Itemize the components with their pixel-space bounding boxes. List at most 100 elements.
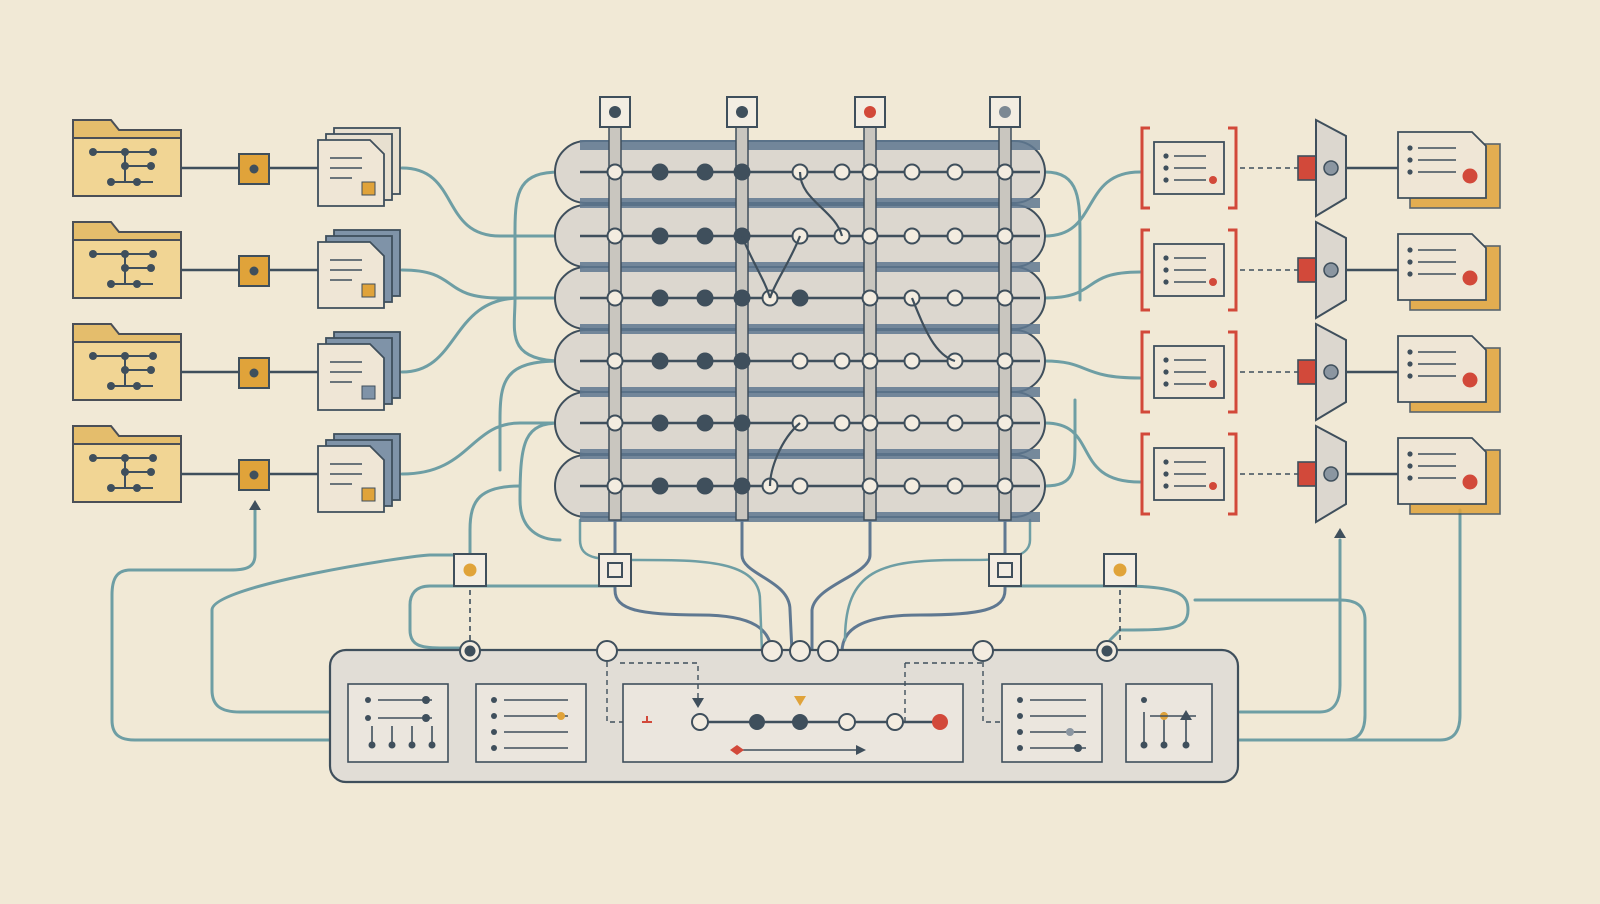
switch-node-idle [946,163,964,181]
tree-node [121,264,129,272]
tree-node [149,250,157,258]
card-bullet [1163,165,1169,171]
timeline-node-idle [691,713,709,731]
output-wire-3 [1043,359,1142,380]
switch-node-idle [606,414,624,432]
dashed-link [606,662,623,723]
crossover-link-5 [768,422,801,487]
switch-node-active [733,352,751,370]
switch-node-idle [946,227,964,245]
switch-node-idle [996,414,1014,432]
feedback-wire-right-doc [1238,508,1462,742]
connection-wires [110,166,1462,742]
card-bullet [1163,381,1169,387]
switch-node-idle [606,352,624,370]
list-bullet [491,697,497,703]
switch-node-active [733,477,751,495]
timeline-range-start [730,745,744,755]
input-wire-3 [400,296,522,374]
tree-node [121,352,129,360]
doc-accent [1462,474,1478,490]
switch-node-active [651,477,669,495]
switch-node-idle [833,414,851,432]
card-bullet [1163,459,1169,465]
list-bullet [491,713,497,719]
card-accent [1209,176,1217,184]
port-to-console-wire-right [1108,584,1190,642]
switch-node-idle [606,163,624,181]
fader-knob [388,741,396,749]
folder-tree-icon [72,323,182,401]
tree-node [149,352,157,360]
feedback-wire-right-inner [1238,538,1342,714]
arrow-head-icon [249,500,261,510]
bracket-right [1228,330,1238,414]
output-wire-2 [1043,270,1142,300]
port-dot [609,106,621,118]
doc-bullet [1407,259,1413,265]
switch-node-active [651,352,669,370]
tree-node [121,162,129,170]
switch-node-idle [861,163,879,181]
folder-front [72,239,182,299]
switch-grid [453,96,1137,640]
grid-return-wire-right-1 [1043,170,1082,302]
tree-node [149,454,157,462]
doc-bullet [1407,475,1413,481]
tree-node [89,352,97,360]
grid-top-band [580,140,1040,150]
tree-node [133,484,141,492]
tree-node [121,454,129,462]
tree-node [133,382,141,390]
switch-node-idle [903,352,921,370]
doc-bullet [1407,145,1413,151]
fader-knob [368,741,376,749]
doc-accent [1462,270,1478,286]
list-bullet [1017,729,1023,735]
document-stack-icon [317,127,401,207]
grid-return-wire-right-2 [1043,398,1077,488]
feedback-wire-left-inner [210,553,472,714]
slider-panel-right [1125,683,1213,763]
arrow-head-icon [856,745,866,755]
tree-node [121,250,129,258]
slider-dot [365,697,371,703]
doc-front [317,343,385,411]
output-column [1140,118,1501,524]
switch-node-idle [946,289,964,307]
socket-core [1101,645,1113,657]
doc-bullet [1407,373,1413,379]
input-wire-2 [400,268,562,300]
square-port-icon [453,553,487,587]
console-socket [972,640,994,662]
card-bullet [1163,369,1169,375]
doc-accent [361,283,376,298]
port-dot [249,470,259,480]
doc-accent [1462,372,1478,388]
tree-node [121,148,129,156]
bracket-right [1228,126,1238,210]
grid-return-wire-left-2 [498,359,562,472]
switch-node-active [696,414,714,432]
switch-node-idle [903,227,921,245]
switch-node-idle [861,289,879,307]
bracket-left [1140,330,1150,414]
switch-node-active [696,163,714,181]
port-dot [1113,563,1127,577]
document-stack-icon [317,229,401,309]
fader-knob [1182,741,1190,749]
card-bullet [1163,153,1169,159]
switch-node-idle [903,163,921,181]
bundle-wire-6 [843,518,1032,642]
tree-node [107,280,115,288]
control-console [328,640,1240,784]
crossover-link-2 [740,235,772,299]
folder-tree-icon [72,425,182,503]
card-bullet [1163,483,1169,489]
switch-node-active [733,414,751,432]
switch-node-idle [903,414,921,432]
card-bullet [1163,177,1169,183]
timeline-node-active [749,714,765,730]
tree-node [149,148,157,156]
grid-return-wire-left-3 [518,421,562,542]
